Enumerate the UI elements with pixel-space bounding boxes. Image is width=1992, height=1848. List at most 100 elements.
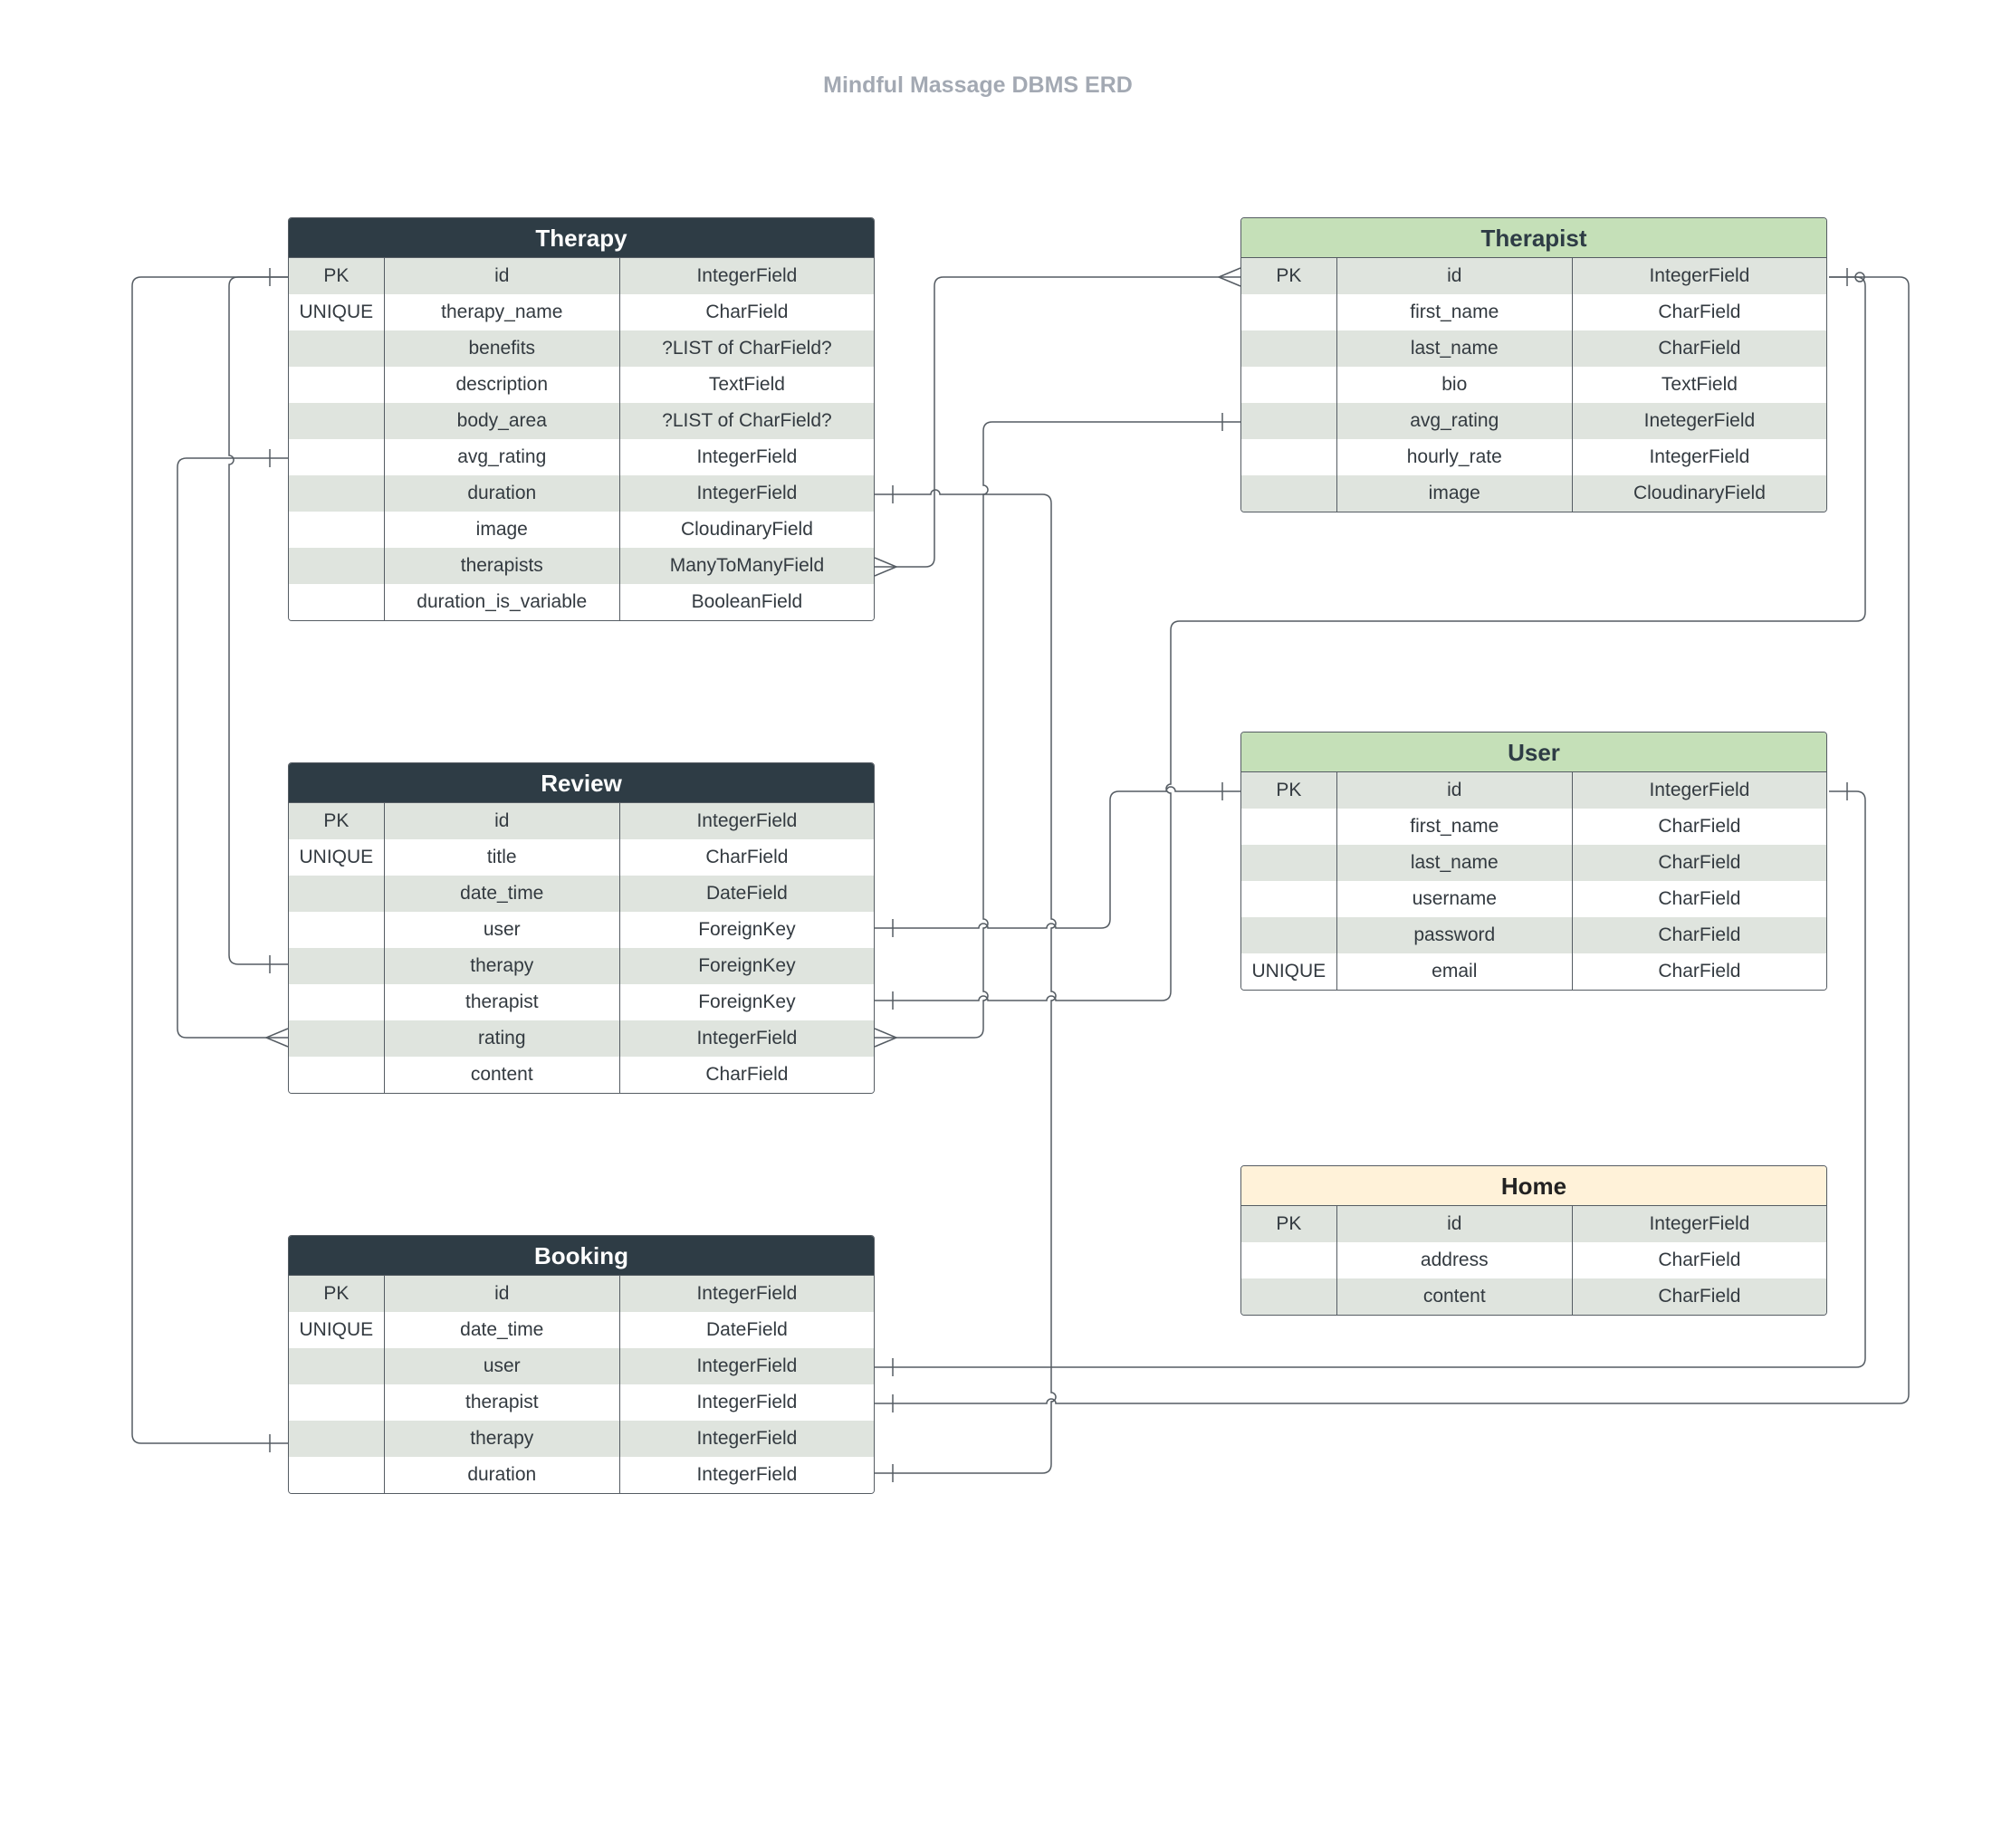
field-key [289, 912, 385, 948]
field-type: CharField [705, 847, 789, 867]
field-row: body_area?LIST of CharField? [289, 403, 874, 439]
field-key [289, 403, 385, 439]
field-type: IntegerField [696, 446, 798, 467]
field-type: IntegerField [1649, 446, 1750, 467]
field-name: username [1337, 881, 1573, 917]
field-type: IntegerField [696, 1428, 798, 1449]
field-type: CharField [1658, 1250, 1741, 1270]
field-name: id [1337, 1206, 1573, 1242]
field-key: PK [1241, 772, 1337, 809]
field-name: duration_is_variable [385, 584, 620, 620]
field-name: description [385, 367, 620, 403]
field-type: IntegerField [696, 265, 798, 286]
field-key [289, 512, 385, 548]
field-type: CharField [1658, 852, 1741, 873]
field-key: PK [1241, 258, 1337, 294]
field-name: first_name [1337, 294, 1573, 330]
entity-title: Home [1241, 1166, 1826, 1206]
field-name: image [385, 512, 620, 548]
rel-user-review-user [875, 786, 1240, 929]
field-row: therapist IntegerField [289, 1384, 874, 1421]
field-name: id [1337, 258, 1573, 294]
field-row: address CharField [1241, 1242, 1826, 1278]
entity-title: Therapy [289, 218, 874, 258]
field-key: PK [1241, 1206, 1337, 1242]
field-row: content CharField [1241, 1278, 1826, 1315]
field-type: DateField [705, 883, 788, 904]
field-row: description TextField [289, 367, 874, 403]
field-key [289, 1020, 385, 1057]
field-key: UNIQUE [1241, 953, 1337, 990]
field-name: content [1337, 1278, 1573, 1315]
field-type: IntegerField [696, 1355, 798, 1376]
field-type: CharField [705, 302, 789, 322]
field-type: CharField [1658, 961, 1741, 981]
field-row: therapist ForeignKey [289, 984, 874, 1020]
field-type: TextField [1661, 374, 1738, 395]
field-type: ForeignKey [698, 955, 796, 976]
field-key [1241, 367, 1337, 403]
field-type: ForeignKey [698, 991, 796, 1012]
field-key [289, 367, 385, 403]
field-type: ManyToManyField [669, 555, 825, 576]
field-key [289, 1421, 385, 1457]
field-type: IntegerField [696, 483, 798, 503]
field-key [1241, 845, 1337, 881]
field-name: user [385, 1348, 620, 1384]
field-row: therapy ForeignKey [289, 948, 874, 984]
entity-title: Therapist [1241, 218, 1826, 258]
field-key [289, 948, 385, 984]
rel-user-booking-user [875, 790, 1866, 1368]
field-name: user [385, 912, 620, 948]
field-type: IntegerField [696, 810, 798, 831]
field-name: last_name [1337, 845, 1573, 881]
field-type: ?LIST of CharField? [662, 338, 832, 359]
field-name: address [1337, 1242, 1573, 1278]
field-key [1241, 917, 1337, 953]
field-key [289, 1057, 385, 1093]
field-key: PK [289, 1276, 385, 1312]
field-name: date_time [385, 1312, 620, 1348]
field-type: TextField [708, 374, 785, 395]
field-row: duration IntegerField [289, 475, 874, 512]
field-name: duration [385, 475, 620, 512]
field-type: CharField [705, 1064, 789, 1085]
field-name: therapist [385, 1384, 620, 1421]
field-type: CharField [1658, 1286, 1741, 1307]
field-name: benefits [385, 330, 620, 367]
field-name: therapist [385, 984, 620, 1020]
field-key [1241, 1278, 1337, 1315]
field-key [1241, 439, 1337, 475]
field-name: title [385, 839, 620, 876]
field-name: therapists [385, 548, 620, 584]
field-name: id [1337, 772, 1573, 809]
field-name: id [385, 258, 620, 294]
field-type: IntegerField [696, 1392, 798, 1412]
field-type: CharField [1658, 924, 1741, 945]
cardinality-markers [264, 267, 1865, 1482]
field-key [289, 548, 385, 584]
field-name: therapy [385, 948, 620, 984]
rel-therapy-booking-therapy [131, 276, 288, 1444]
field-key [289, 1348, 385, 1384]
diagram-title: Mindful Massage DBMS ERD [823, 72, 1133, 98]
rel-therapy-review-rating [177, 457, 288, 1039]
field-type: CloudinaryField [1633, 483, 1766, 503]
